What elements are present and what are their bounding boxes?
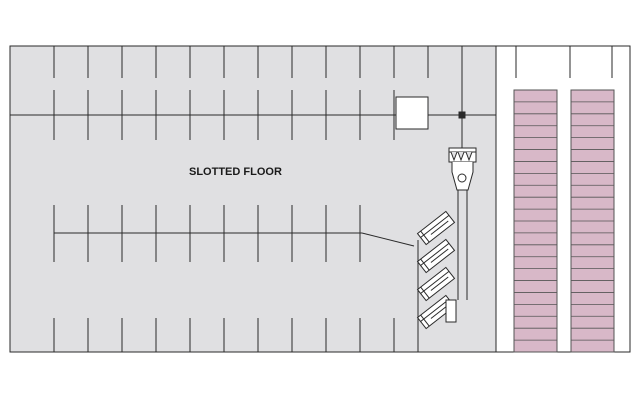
slotted-floor-area — [9, 45, 497, 353]
feeder-unit-1 — [416, 210, 456, 246]
feeder-units — [416, 210, 457, 352]
feeder-unit-2 — [416, 238, 456, 274]
feeder-unit-3 — [416, 266, 456, 302]
hopper-unit — [448, 147, 477, 191]
rack-right — [570, 89, 615, 353]
drive-box — [445, 299, 457, 323]
floor-label: SLOTTED FLOOR — [189, 166, 282, 178]
conveyor-lines — [457, 78, 468, 300]
rack-left — [513, 89, 558, 353]
feeder-unit-4 — [416, 294, 456, 330]
middle-partitions — [53, 205, 415, 262]
square-box — [395, 96, 429, 130]
top-partitions — [53, 46, 613, 78]
bottom-partitions — [53, 318, 395, 352]
